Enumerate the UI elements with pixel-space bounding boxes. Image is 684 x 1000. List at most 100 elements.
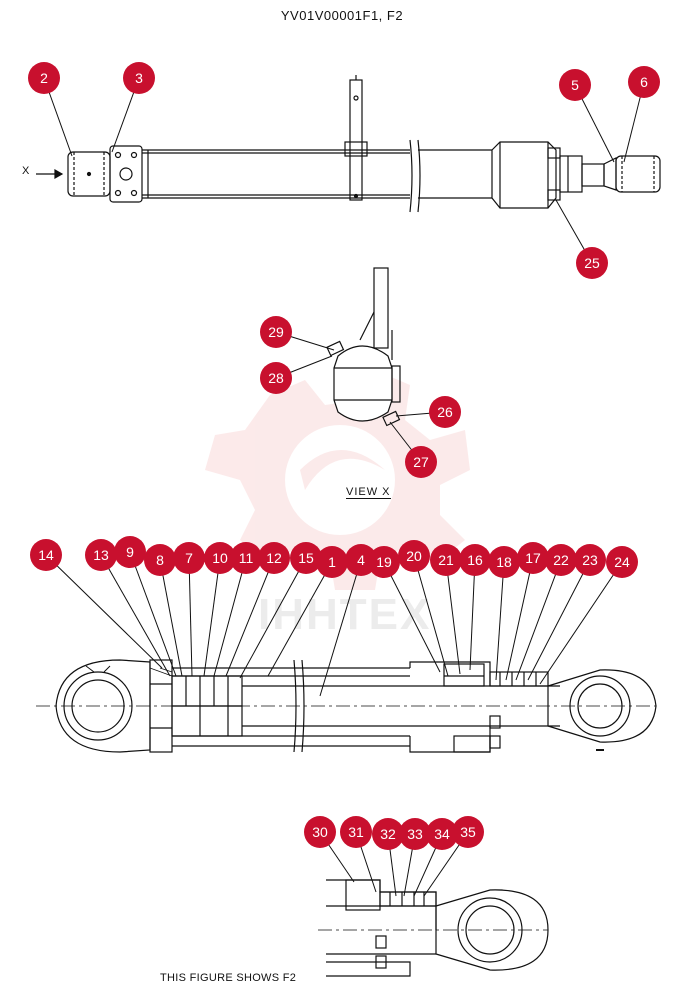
callout-32[interactable]: 32 bbox=[372, 818, 404, 850]
callout-label-25: 25 bbox=[584, 255, 600, 271]
callout-17[interactable]: 17 bbox=[517, 542, 549, 574]
callout-marker-21 bbox=[430, 544, 462, 576]
callout-marker-18 bbox=[488, 546, 520, 578]
leader-line-20 bbox=[413, 555, 449, 677]
callout-label-5: 5 bbox=[571, 77, 579, 93]
callout-marker-8 bbox=[144, 544, 176, 576]
leader-line-13 bbox=[100, 554, 171, 677]
callout-marker-31 bbox=[340, 816, 372, 848]
leader-line-1 bbox=[267, 561, 333, 677]
callout-13[interactable]: 13 bbox=[85, 539, 117, 571]
callout-marker-26 bbox=[429, 396, 461, 428]
leader-line-7 bbox=[188, 557, 193, 677]
callout-label-7: 7 bbox=[185, 550, 193, 566]
callout-label-23: 23 bbox=[582, 552, 598, 568]
callout-3[interactable]: 3 bbox=[123, 62, 155, 94]
callout-29[interactable]: 29 bbox=[260, 316, 292, 348]
callout-7[interactable]: 7 bbox=[173, 542, 205, 574]
callout-marker-32 bbox=[372, 818, 404, 850]
callout-15[interactable]: 15 bbox=[290, 542, 322, 574]
callout-marker-1 bbox=[316, 546, 348, 578]
callout-label-8: 8 bbox=[156, 552, 164, 568]
callout-label-4: 4 bbox=[357, 552, 365, 568]
leader-line-21 bbox=[445, 559, 461, 675]
callout-19[interactable]: 19 bbox=[368, 546, 400, 578]
callout-24[interactable]: 24 bbox=[606, 546, 638, 578]
callout-label-3: 3 bbox=[135, 70, 143, 86]
callout-marker-7 bbox=[173, 542, 205, 574]
callout-label-26: 26 bbox=[437, 404, 453, 420]
callout-marker-28 bbox=[260, 362, 292, 394]
leader-line-19 bbox=[383, 561, 441, 673]
callout-label-2: 2 bbox=[40, 70, 48, 86]
callout-25[interactable]: 25 bbox=[576, 247, 608, 279]
callout-marker-11 bbox=[230, 542, 262, 574]
callout-26[interactable]: 26 bbox=[429, 396, 461, 428]
callout-marker-17 bbox=[517, 542, 549, 574]
leader-line-11 bbox=[213, 557, 247, 677]
leader-line-16 bbox=[469, 559, 476, 671]
callout-marker-5 bbox=[559, 69, 591, 101]
callout-31[interactable]: 31 bbox=[340, 816, 372, 848]
callout-34[interactable]: 34 bbox=[426, 818, 458, 850]
callout-label-16: 16 bbox=[467, 552, 483, 568]
callout-label-34: 34 bbox=[434, 826, 450, 842]
callout-16[interactable]: 16 bbox=[459, 544, 491, 576]
callout-22[interactable]: 22 bbox=[545, 544, 577, 576]
callout-marker-10 bbox=[204, 542, 236, 574]
callout-20[interactable]: 20 bbox=[398, 540, 430, 572]
callout-23[interactable]: 23 bbox=[574, 544, 606, 576]
callout-marker-19 bbox=[368, 546, 400, 578]
callout-8[interactable]: 8 bbox=[144, 544, 176, 576]
callout-5[interactable]: 5 bbox=[559, 69, 591, 101]
callout-label-17: 17 bbox=[525, 550, 541, 566]
callout-30[interactable]: 30 bbox=[304, 816, 336, 848]
callout-label-12: 12 bbox=[266, 550, 282, 566]
callout-35[interactable]: 35 bbox=[452, 816, 484, 848]
callout-marker-13 bbox=[85, 539, 117, 571]
callout-4[interactable]: 4 bbox=[345, 544, 377, 576]
callout-marker-25 bbox=[576, 247, 608, 279]
callout-label-21: 21 bbox=[438, 552, 454, 568]
callout-label-19: 19 bbox=[376, 554, 392, 570]
watermark-text: ІННТЕХ bbox=[258, 590, 432, 639]
callout-label-11: 11 bbox=[239, 550, 254, 566]
callout-9[interactable]: 9 bbox=[114, 536, 146, 568]
callout-marker-4 bbox=[345, 544, 377, 576]
callout-33[interactable]: 33 bbox=[399, 818, 431, 850]
callout-label-22: 22 bbox=[553, 552, 569, 568]
page-title: YV01V00001F1, F2 bbox=[280, 8, 404, 23]
view-x-label: VIEW X bbox=[346, 486, 391, 499]
callout-18[interactable]: 18 bbox=[488, 546, 520, 578]
callout-6[interactable]: 6 bbox=[628, 66, 660, 98]
callout-label-31: 31 bbox=[348, 824, 364, 840]
callout-12[interactable]: 12 bbox=[258, 542, 290, 574]
leader-line-24 bbox=[539, 561, 623, 685]
leader-line-15 bbox=[239, 557, 307, 679]
callout-label-14: 14 bbox=[38, 547, 54, 563]
callout-label-15: 15 bbox=[298, 550, 314, 566]
callout-27[interactable]: 27 bbox=[405, 446, 437, 478]
callout-10[interactable]: 10 bbox=[204, 542, 236, 574]
callout-28[interactable]: 28 bbox=[260, 362, 292, 394]
callout-14[interactable]: 14 bbox=[30, 539, 62, 571]
callout-1[interactable]: 1 bbox=[316, 546, 348, 578]
callout-11[interactable]: 11 bbox=[230, 542, 262, 574]
callout-marker-35 bbox=[452, 816, 484, 848]
callout-marker-3 bbox=[123, 62, 155, 94]
callout-label-9: 9 bbox=[126, 544, 134, 560]
callout-label-1: 1 bbox=[328, 554, 336, 570]
callout-marker-2 bbox=[28, 62, 60, 94]
callout-label-27: 27 bbox=[413, 454, 429, 470]
callout-21[interactable]: 21 bbox=[430, 544, 462, 576]
callout-marker-30 bbox=[304, 816, 336, 848]
callout-marker-20 bbox=[398, 540, 430, 572]
callout-2[interactable]: 2 bbox=[28, 62, 60, 94]
leader-line-9 bbox=[129, 551, 177, 677]
callout-marker-23 bbox=[574, 544, 606, 576]
leader-line-14 bbox=[45, 554, 163, 669]
